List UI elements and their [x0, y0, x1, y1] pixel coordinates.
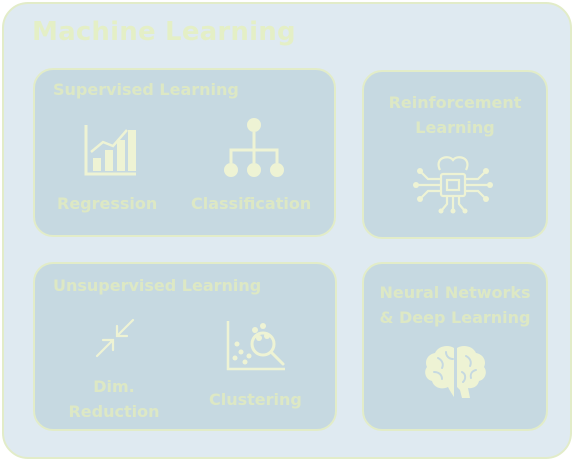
compress-arrows-icon — [95, 318, 135, 358]
ai-chip-icon — [413, 156, 493, 214]
classification-label: Classification — [191, 194, 312, 213]
main-title: Machine Learning — [32, 17, 296, 47]
brain-icon — [425, 345, 486, 398]
clustering-label: Clustering — [209, 390, 302, 409]
regression-label: Regression — [57, 194, 158, 213]
hierarchy-icon — [224, 118, 284, 177]
bar-chart-icon — [84, 125, 136, 176]
unsupervised-title: Unsupervised Learning — [53, 276, 262, 295]
reinforcement-title: Reinforcement Learning — [388, 93, 522, 137]
reinforcement-learning-box: Reinforcement Learning — [362, 70, 548, 239]
supervised-learning-box: Supervised Learning Regression — [33, 68, 336, 237]
neural-networks-title: Neural Networks & Deep Learning — [379, 283, 531, 327]
unsupervised-learning-box: Unsupervised Learning Dim. Reduction — [33, 262, 337, 431]
scatter-magnify-icon — [226, 321, 285, 371]
neural-networks-box: Neural Networks & Deep Learning — [362, 262, 548, 431]
supervised-title: Supervised Learning — [53, 80, 239, 99]
dim-reduction-label: Dim. Reduction — [68, 377, 160, 421]
